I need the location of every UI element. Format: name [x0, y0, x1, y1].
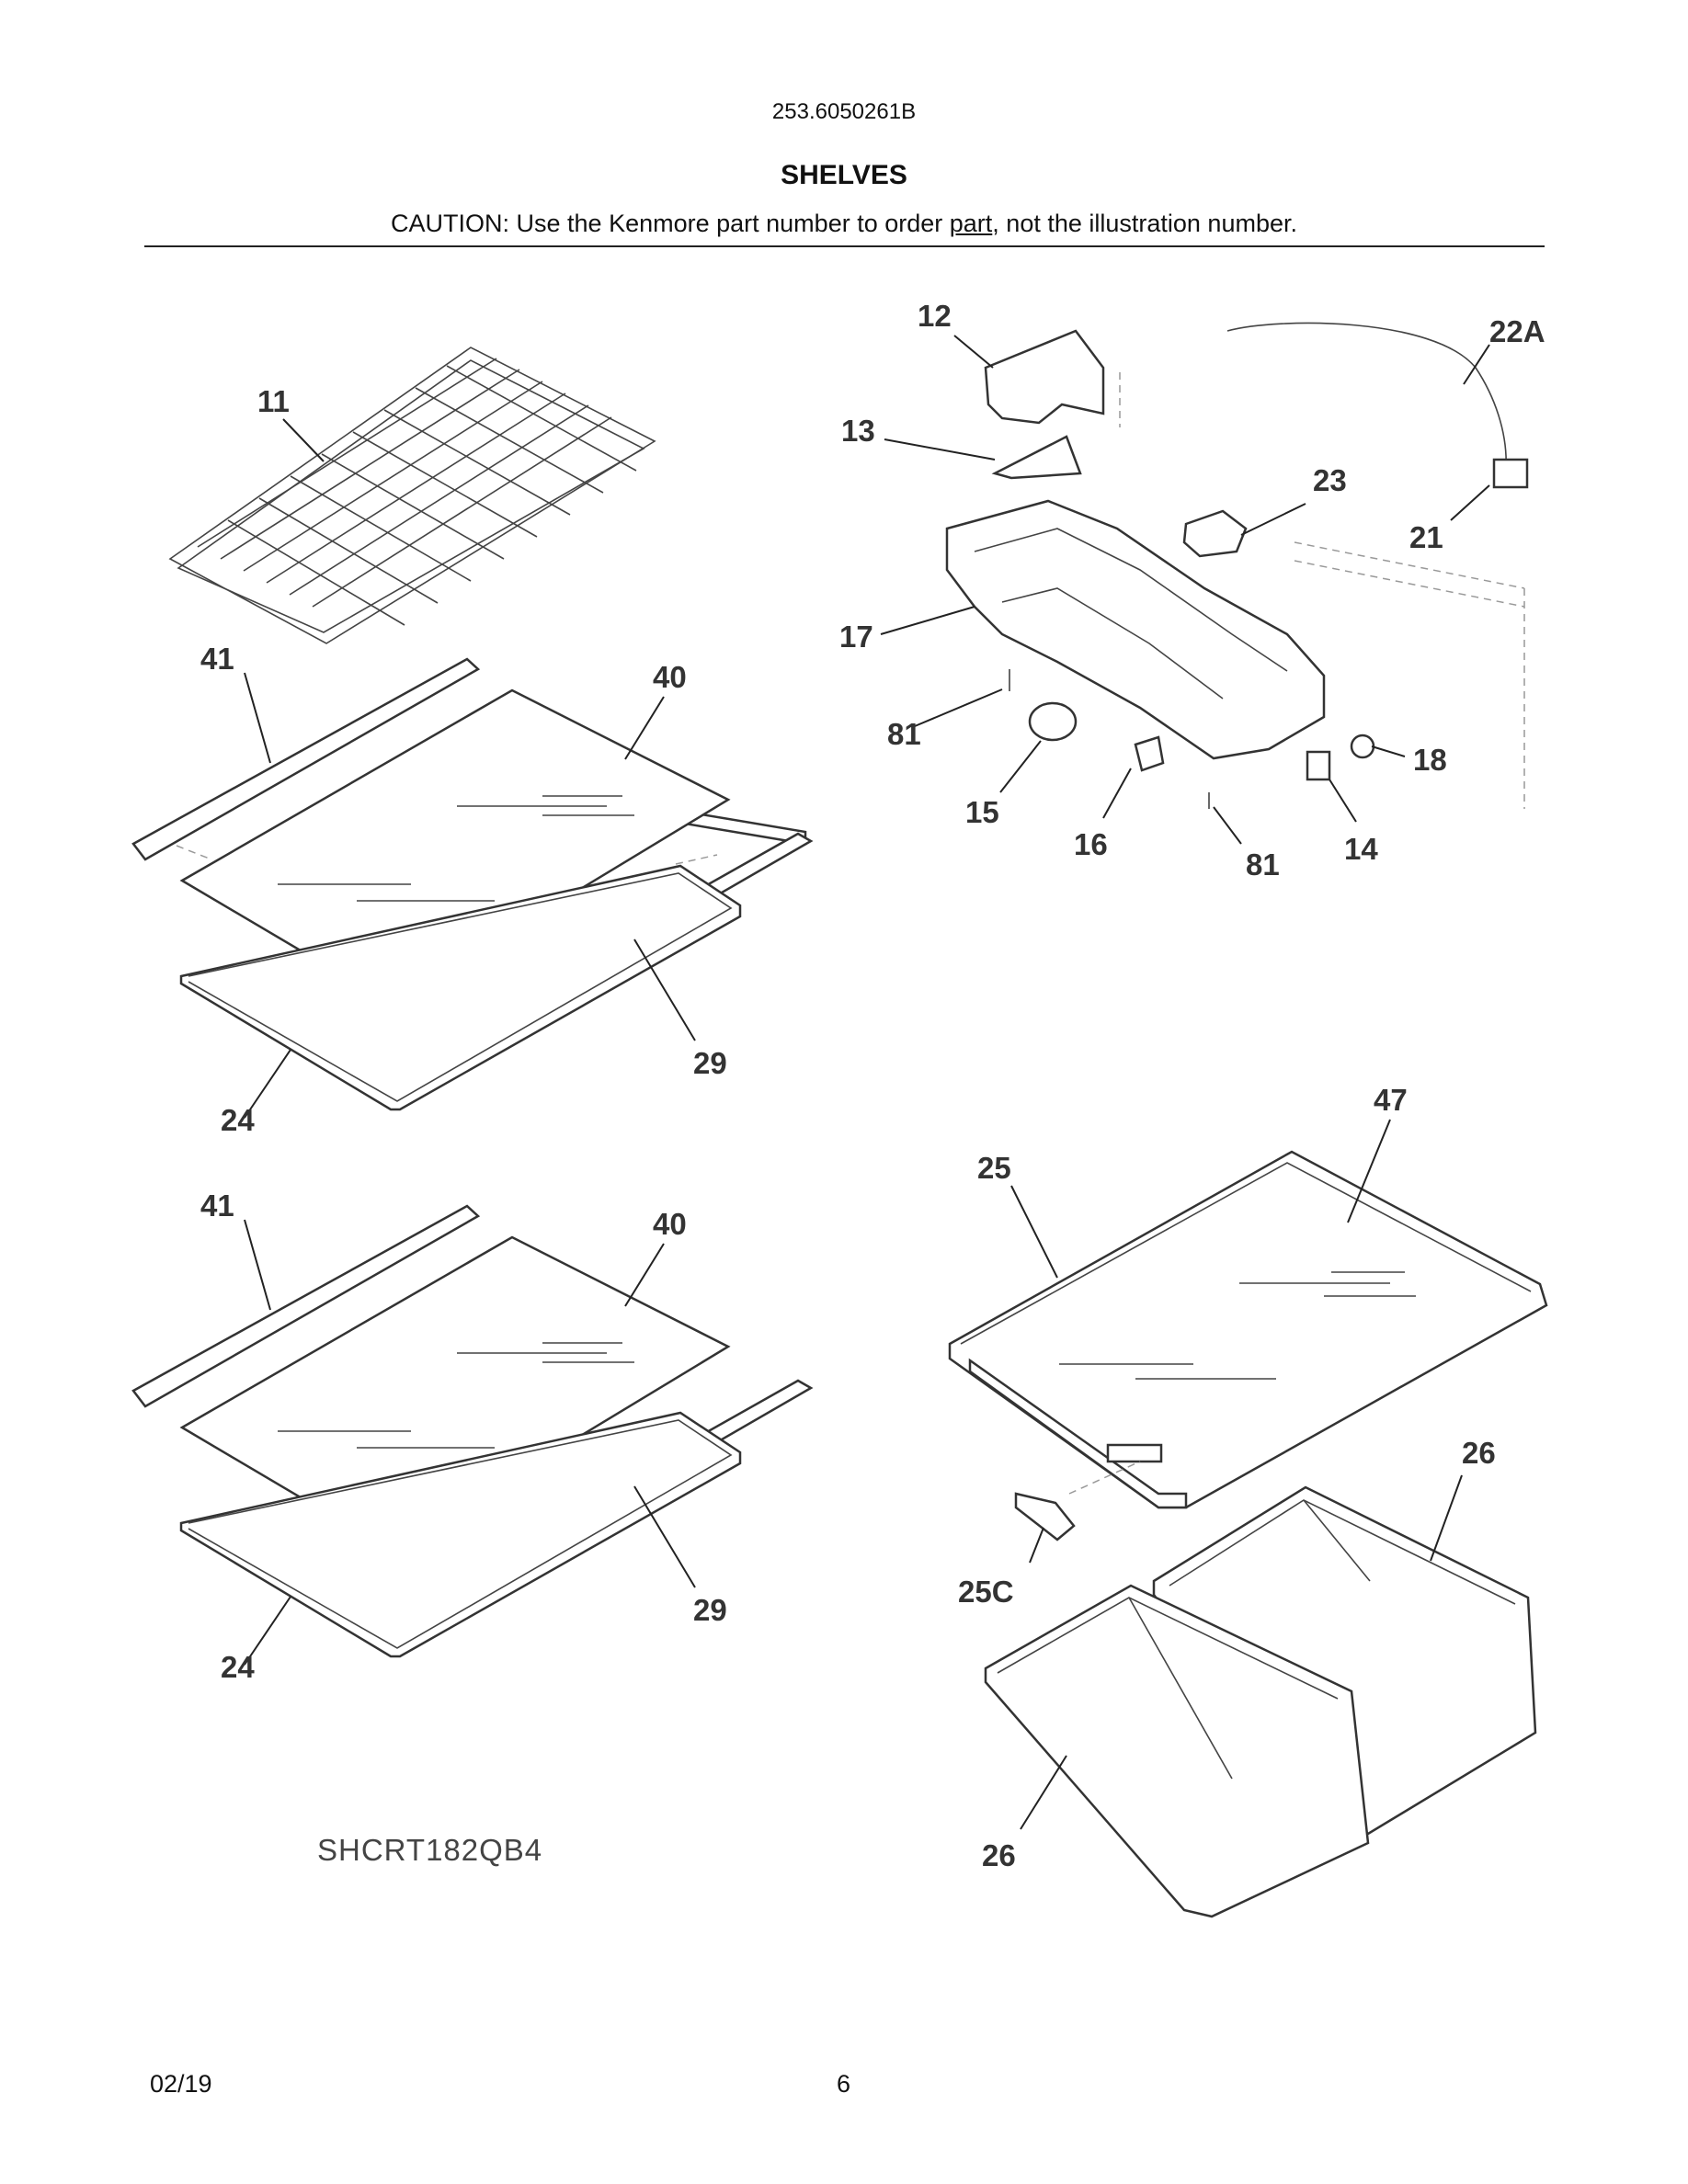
callout-18: 18 — [1413, 743, 1447, 777]
callout-81: 81 — [1246, 847, 1280, 882]
callout-14: 14 — [1344, 832, 1378, 866]
callout-40: 40 — [653, 1207, 687, 1241]
callout-41: 41 — [200, 1189, 234, 1223]
callout-24: 24 — [221, 1650, 255, 1684]
callout-12: 12 — [918, 299, 952, 333]
callout-81: 81 — [887, 717, 921, 751]
callout-25c: 25C — [958, 1575, 1014, 1609]
callout-13: 13 — [841, 414, 875, 448]
callout-41: 41 — [200, 642, 234, 676]
model-number: SHCRT182QB4 — [317, 1833, 542, 1867]
callout-17: 17 — [839, 620, 873, 654]
caution-underlined-word: part — [949, 210, 993, 237]
callout-24: 24 — [221, 1103, 255, 1137]
callout-16: 16 — [1074, 827, 1108, 861]
glass-shelf-lower — [131, 1204, 814, 1658]
callout-29: 29 — [693, 1593, 727, 1627]
callout-23: 23 — [1313, 463, 1347, 497]
callout-26: 26 — [1462, 1436, 1496, 1470]
crisper-drawer-front — [984, 1584, 1370, 1918]
header-rule — [144, 245, 1545, 247]
callout-40: 40 — [653, 660, 687, 694]
page-title: SHELVES — [781, 160, 907, 190]
crisper-cover-part — [948, 1150, 1548, 1541]
callout-29: 29 — [693, 1046, 727, 1080]
wire-shelf-part — [168, 347, 656, 644]
caution-suffix: , not the illustration number. — [992, 210, 1297, 237]
callout-25: 25 — [977, 1151, 1011, 1185]
footer-date: 02/19 — [150, 2070, 212, 2098]
callout-15: 15 — [965, 795, 999, 829]
document-number: 253.6050261B — [771, 99, 917, 124]
caution-note: CAUTION: Use the Kenmore part number to … — [0, 210, 1688, 238]
light-housing-assembly — [945, 322, 1529, 809]
callout-22a: 22A — [1489, 314, 1545, 348]
callout-47: 47 — [1374, 1083, 1408, 1117]
callout-26: 26 — [982, 1838, 1016, 1872]
footer-page-number: 6 — [837, 2070, 851, 2098]
callout-11: 11 — [257, 384, 290, 418]
callout-21: 21 — [1409, 520, 1443, 554]
caution-prefix: CAUTION: Use the Kenmore part number to … — [391, 210, 950, 237]
glass-shelf-upper — [131, 657, 814, 1111]
